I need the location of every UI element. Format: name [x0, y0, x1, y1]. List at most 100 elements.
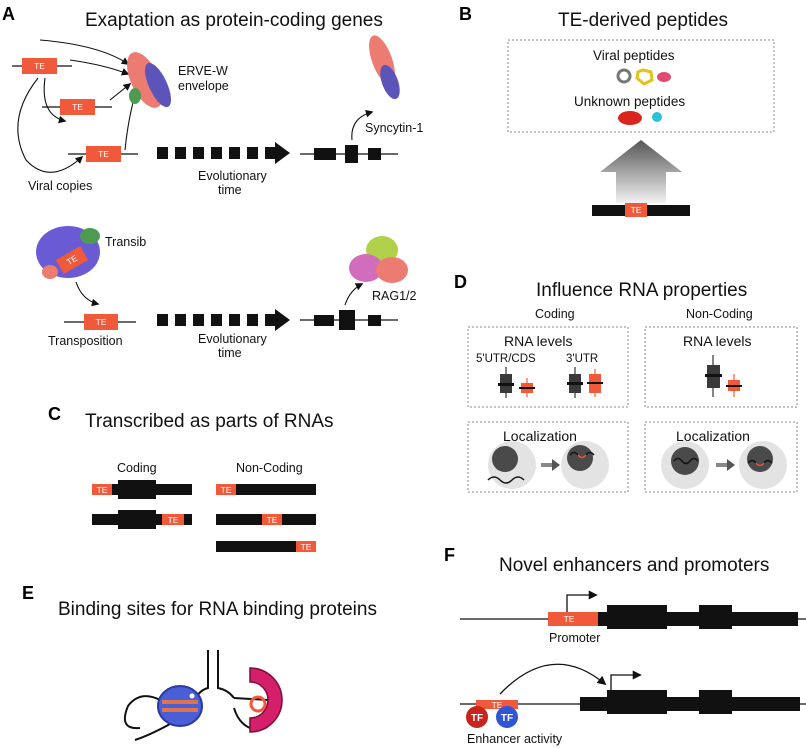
cell-noncoding-after	[739, 441, 787, 489]
localization-arrow-coding	[541, 459, 560, 471]
te-copy-1: TE	[12, 58, 72, 74]
evolution-arrow-1	[157, 142, 290, 164]
noncoding-transcript-3: TE	[216, 541, 316, 552]
panel-letter-d: D	[454, 272, 467, 292]
svg-text:TE: TE	[301, 542, 312, 552]
rag-label: RAG1/2	[372, 289, 417, 303]
panel-c-title: Transcribed as parts of RNAs	[85, 411, 334, 432]
noncoding-label-c: Non-Coding	[236, 461, 303, 475]
te-transcript-b: TE	[592, 203, 690, 217]
viral-copy-arrows	[17, 39, 138, 173]
svg-text:TE: TE	[72, 102, 83, 112]
localization-arrow-noncoding	[716, 459, 735, 471]
noncoding-transcript-1: TE	[216, 484, 316, 495]
panel-letter-c: C	[48, 404, 61, 424]
svg-text:TE: TE	[492, 700, 503, 710]
panel-letter-b: B	[459, 4, 472, 24]
unknown-peptide-blob-icon	[618, 111, 642, 125]
panel-e-title: Binding sites for RNA binding proteins	[58, 599, 377, 620]
panel-a-title: Exaptation as protein-coding genes	[85, 10, 383, 31]
panel-a: A Exaptation as protein-coding genes TE …	[2, 4, 423, 360]
te-copy-3: TE	[68, 146, 138, 162]
evolutionary-time-label-2b: time	[218, 346, 242, 360]
cell-coding-after	[561, 441, 609, 489]
panel-letter-a: A	[2, 4, 15, 24]
svg-text:TE: TE	[267, 515, 278, 525]
svg-text:TE: TE	[221, 485, 232, 495]
localization-label-coding: Localization	[503, 428, 577, 444]
panel-e: E Binding sites for RNA binding proteins	[22, 583, 377, 741]
panel-f-title: Novel enhancers and promoters	[499, 555, 769, 576]
coding-rna-levels-box	[467, 326, 629, 408]
evolutionary-time-label-1a: Evolutionary	[198, 169, 268, 183]
te-copy-2: TE	[42, 99, 112, 115]
peptides-box	[507, 39, 775, 133]
noncoding-localization-box	[644, 421, 798, 493]
upward-gradient-arrow	[600, 140, 682, 203]
viral-peptides-label: Viral peptides	[593, 48, 675, 63]
noncoding-rna-levels-box	[644, 326, 798, 408]
transib-protein-image: TE	[36, 226, 100, 279]
tf-red-icon: TF	[466, 706, 488, 728]
svg-text:TE: TE	[65, 253, 80, 267]
panel-c: C Transcribed as parts of RNAs Coding No…	[48, 404, 334, 552]
rbp-blue-protein	[157, 685, 203, 727]
panel-f: F Novel enhancers and promoters TE Promo…	[444, 545, 806, 746]
transib-label: Transib	[105, 235, 146, 249]
panel-b-title: TE-derived peptides	[558, 10, 728, 31]
enhancer-locus: TE	[460, 663, 806, 714]
enhancer-activity-label: Enhancer activity	[467, 732, 563, 746]
coding-transcript-1: TE	[92, 480, 192, 499]
noncoding-label-d: Non-Coding	[686, 307, 753, 321]
svg-text:TE: TE	[168, 515, 179, 525]
svg-text:TE: TE	[631, 205, 642, 215]
transposition-arrow	[75, 281, 100, 307]
panel-letter-f: F	[444, 545, 455, 565]
utr3-label: 3'UTR	[566, 353, 598, 365]
rna-levels-label-coding: RNA levels	[504, 333, 572, 349]
evolutionary-time-label-2a: Evolutionary	[198, 332, 268, 346]
coding-label-c: Coding	[117, 461, 157, 475]
panel-letter-e: E	[22, 583, 34, 603]
svg-text:TE: TE	[97, 485, 108, 495]
viral-peptide-pentagon-icon	[635, 68, 654, 86]
promoter-locus: TE	[460, 590, 806, 629]
tf-blue-icon: TF	[496, 706, 518, 728]
syncytin-label: Syncytin-1	[365, 121, 423, 135]
noncoding-transcript-2: TE	[216, 514, 316, 525]
erve-w-label: ERVE-W	[178, 64, 228, 78]
svg-text:TF: TF	[501, 713, 513, 724]
viral-peptide-blob-icon	[657, 72, 671, 82]
syncytin-protein-image	[369, 35, 400, 100]
rag-protein-image	[349, 236, 408, 283]
viral-peptide-ring-icon	[616, 68, 632, 84]
unknown-peptide-star-icon	[652, 112, 662, 122]
boxplot-noncoding	[705, 355, 742, 397]
panel-d: D Influence RNA properties Coding Non-Co…	[454, 272, 798, 493]
boxplot-coding-5utr	[498, 367, 535, 398]
transposition-label: Transposition	[48, 334, 123, 348]
rna-levels-label-noncoding: RNA levels	[683, 333, 751, 349]
viral-copies-label: Viral copies	[28, 179, 92, 193]
panel-b: B TE-derived peptides Viral peptides Unk…	[459, 4, 775, 217]
rbp-pink-protein	[249, 667, 283, 733]
evolution-arrow-2	[157, 309, 290, 331]
coding-localization-box	[467, 421, 629, 493]
panel-d-title: Influence RNA properties	[536, 280, 747, 301]
localization-label-noncoding: Localization	[676, 428, 750, 444]
rag-arrow	[344, 283, 364, 306]
coding-transcript-2: TE	[92, 510, 192, 529]
promoter-label: Promoter	[549, 631, 600, 645]
svg-text:TE: TE	[34, 61, 45, 71]
utr5-cds-label: 5'UTR/CDS	[476, 353, 536, 365]
evolutionary-time-label-1b: time	[218, 183, 242, 197]
gene-structure-syncytin	[300, 145, 398, 163]
boxplot-coding-3utr	[567, 367, 603, 398]
gene-structure-rag	[300, 310, 398, 330]
envelope-label: envelope	[178, 79, 229, 93]
svg-text:TF: TF	[471, 713, 483, 724]
cell-coding-before	[487, 441, 536, 489]
svg-text:TE: TE	[98, 149, 109, 159]
te-transposition: TE	[64, 314, 136, 330]
